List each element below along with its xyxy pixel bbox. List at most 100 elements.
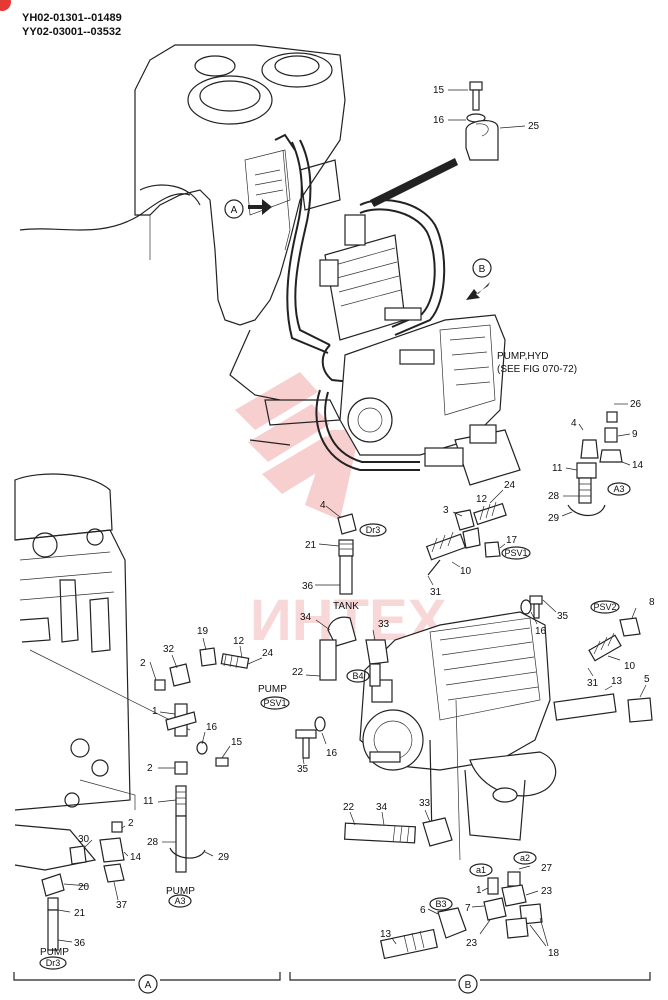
view-bracket-b: B [289, 972, 651, 994]
part-33-center: 33 [378, 619, 390, 630]
caption-pump-a3: PUMP [166, 886, 195, 897]
part-29: 29 [548, 513, 560, 524]
control-valve [319, 214, 406, 341]
part-20: 20 [78, 882, 90, 893]
part-9: 9 [632, 429, 638, 440]
hydraulic-pipes-upper [274, 133, 446, 471]
part-12: 12 [476, 494, 488, 505]
part-11: 11 [552, 463, 563, 474]
part-27: 27 [541, 863, 553, 874]
part-1-b: 1 [476, 885, 482, 896]
svg-text:A3: A3 [613, 484, 624, 494]
fittings-a-view [41, 637, 263, 951]
svg-text:Dr3: Dr3 [366, 525, 381, 535]
port-tag-a2: a2 [513, 851, 537, 865]
view-letter-b: B [479, 264, 486, 275]
part-11-a: 11 [143, 796, 154, 807]
part-23-a: 23 [541, 886, 553, 897]
view-bracket-a: A [13, 972, 281, 994]
part-25: 25 [528, 121, 540, 132]
corner-marker [0, 0, 11, 11]
part-12-a: 12 [233, 636, 245, 647]
part-32: 32 [163, 644, 175, 655]
hoses-b-lower [343, 809, 453, 847]
part-16-right: 16 [535, 626, 547, 637]
part-28: 28 [548, 491, 560, 502]
serial-range-1: YH02-01301--01489 [22, 12, 122, 24]
fittings-b-left [295, 616, 389, 765]
port-tag-b3: B3 [429, 897, 453, 911]
part-5: 5 [644, 674, 650, 685]
part-31: 31 [430, 587, 442, 598]
port-tag-dr3-a: Dr3 [39, 956, 67, 970]
svg-text:PSV1: PSV1 [504, 548, 527, 558]
svg-text:A3: A3 [174, 896, 185, 906]
part-2-b: 2 [147, 763, 153, 774]
part-30: 30 [78, 834, 90, 845]
svg-text:a1: a1 [476, 865, 486, 875]
port-tag-a3-b: A3 [607, 482, 631, 496]
part-number-labels: 15 16 25 26 4 9 14 11 28 29 24 12 3 17 1… [74, 85, 655, 959]
view-label-b: B [465, 980, 472, 991]
part-24-a: 24 [262, 648, 274, 659]
part-4: 4 [571, 418, 577, 429]
clamp-pointer [370, 158, 458, 207]
serial-range-2: YY02-03001--03532 [22, 26, 121, 38]
part-35-mid: 35 [297, 764, 309, 775]
fittings-b-right [520, 595, 653, 723]
svg-text:B3: B3 [435, 899, 446, 909]
part-13-bottom: 13 [380, 929, 392, 940]
part-4-center: 4 [320, 500, 326, 511]
main-pump-upper [339, 307, 521, 486]
port-tag-psv1-b: PSV1 [501, 546, 531, 560]
part-36-a: 36 [74, 938, 86, 949]
part-29-a: 29 [218, 852, 230, 863]
part-28-a: 28 [147, 837, 159, 848]
view-arrow-b-top: B [466, 258, 492, 300]
part-34-center: 34 [300, 612, 312, 623]
main-pump-b-view [359, 611, 557, 861]
part-23-b: 23 [466, 938, 478, 949]
caption-tank: TANK [333, 601, 359, 612]
part-34-lower: 34 [376, 802, 388, 813]
view-arrow-a-top: A [224, 199, 272, 219]
part-22-lower: 22 [343, 802, 355, 813]
part-2-a: 2 [140, 658, 146, 669]
part-15-a: 15 [231, 737, 243, 748]
fittings-b-middle [425, 489, 507, 586]
caption-pump-psv1: PUMP [258, 684, 287, 695]
part-10-right: 10 [624, 661, 636, 672]
part-3: 3 [443, 505, 449, 516]
part-33-lower: 33 [419, 798, 431, 809]
part-22-center: 22 [292, 667, 304, 678]
part-31-right: 31 [587, 678, 599, 689]
part-16-mid: 16 [326, 748, 338, 759]
pump-note-line2: (SEE FIG 070-72) [497, 364, 577, 375]
engine-a-view [14, 473, 191, 871]
part-17: 17 [506, 535, 518, 546]
svg-text:Dr3: Dr3 [46, 958, 61, 968]
port-tag-psv2: PSV2 [590, 600, 620, 614]
part-6: 6 [420, 905, 426, 916]
part-21-center: 21 [305, 540, 317, 551]
port-tag-b4: B4 [346, 669, 370, 683]
part-14-a: 14 [130, 852, 142, 863]
part-16-a: 16 [206, 722, 218, 733]
part-16: 16 [433, 115, 445, 126]
pump-note-line1: PUMP,HYD [497, 351, 549, 362]
part-26: 26 [630, 399, 642, 410]
part-36-center: 36 [302, 581, 314, 592]
part-37: 37 [116, 900, 128, 911]
port-tag-dr3-top: Dr3 [359, 523, 387, 537]
view-label-a: A [145, 980, 152, 991]
svg-text:PSV2: PSV2 [593, 602, 616, 612]
caption-pump-dr3: PUMP [40, 947, 69, 958]
part-24: 24 [504, 480, 516, 491]
clamp-detail [448, 81, 526, 161]
tank-fittings [315, 505, 357, 595]
port-tags: Dr3 PSV1 PSV2 A3 B4 a1 a2 B3 [39, 482, 631, 970]
part-14: 14 [632, 460, 644, 471]
part-19: 19 [197, 626, 209, 637]
part-35-right: 35 [557, 611, 569, 622]
